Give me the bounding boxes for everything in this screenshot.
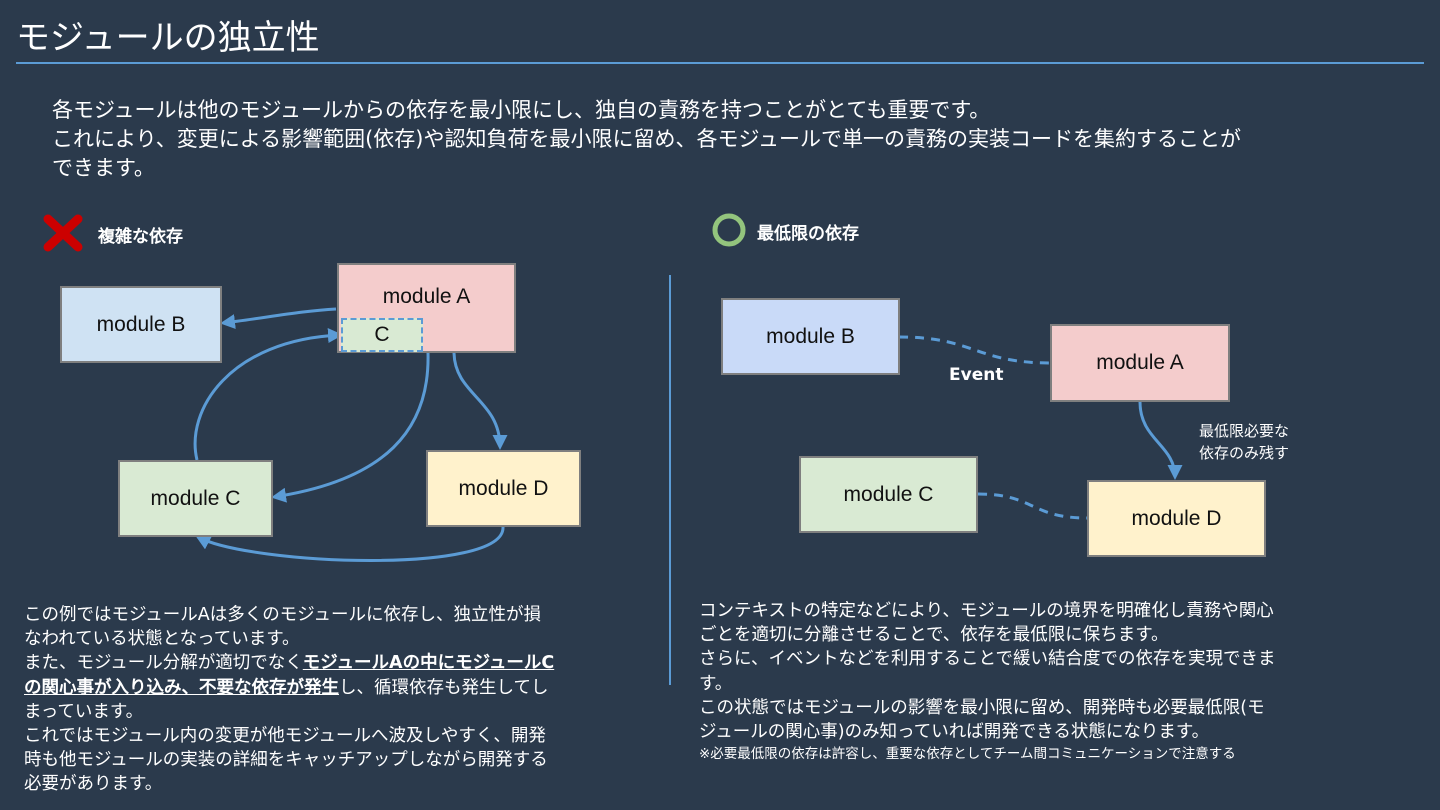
desc-line: これではモジュール内の変更が他モジュールへ波及しやすく、開発 bbox=[24, 726, 546, 747]
arrow-a-to-d bbox=[452, 352, 508, 450]
desc-line: ごとを適切に分離させることで、依存を最低限に保ちます。 bbox=[699, 625, 1169, 646]
module-c-label: module C bbox=[150, 486, 241, 510]
desc-line: 時も他モジュールの実装の詳細をキャッチアップしながら開発する bbox=[24, 750, 548, 771]
module-d-label: module D bbox=[1131, 506, 1222, 530]
emphasis-text: モジュールAの中にモジュールC bbox=[302, 653, 555, 674]
minimum-dependency-note: 最低限必要な 依存のみ残す bbox=[1199, 420, 1289, 464]
section-divider bbox=[669, 275, 671, 685]
module-c-box: module C bbox=[118, 460, 273, 537]
footnote: ※必要最低限の依存は許容し、重要な依存としてチーム間コミュニケーションで注意する bbox=[699, 746, 1236, 763]
note-line: 最低限必要な bbox=[1199, 422, 1290, 440]
desc-line: まっています。 bbox=[24, 701, 144, 722]
page-title: モジュールの独立性 bbox=[16, 18, 320, 58]
embedded-module-c-label: C bbox=[374, 323, 390, 346]
good-example-label: 最低限の依存 bbox=[757, 224, 859, 244]
module-c-label: module C bbox=[843, 482, 934, 506]
module-c-box: module C bbox=[799, 456, 978, 533]
intro-text: 各モジュールは他のモジュールからの依存を最小限にし、独自の責務を持つことがとても… bbox=[52, 96, 1392, 183]
module-a-label: module A bbox=[1096, 351, 1184, 374]
intro-line: 各モジュールは他のモジュールからの依存を最小限にし、独自の責務を持つことがとても… bbox=[52, 98, 991, 122]
desc-line: ジュールの関心事)のみ知っていれば開発できる状態になります。 bbox=[699, 722, 1210, 743]
bad-example-description: この例ではモジュールAは多くのモジュールに依存し、独立性が損 なわれている状態と… bbox=[24, 603, 644, 797]
module-d-box: module D bbox=[1087, 480, 1266, 557]
desc-line: また、モジュール分解が適切でなくモジュールAの中にモジュールC bbox=[24, 651, 644, 675]
intro-line: できます。 bbox=[52, 156, 155, 180]
module-b-label: module B bbox=[96, 312, 186, 336]
title-underline bbox=[16, 62, 1424, 64]
arrow-a-to-c bbox=[271, 352, 430, 503]
desc-line: この状態ではモジュールの影響を最小限に留め、開発時も必要最低限(モ bbox=[699, 697, 1265, 718]
event-label: Event bbox=[949, 365, 1004, 385]
circle-mark-icon bbox=[712, 213, 746, 247]
desc-line: コンテキストの特定などにより、モジュールの境界を明確化し責務や関心 bbox=[699, 601, 1274, 621]
note-line: 依存のみ残す bbox=[1199, 444, 1290, 462]
event-dashed-link bbox=[898, 335, 1052, 365]
desc-line: の関心事が入り込み、不要な依存が発生し、循環依存も発生してし bbox=[24, 676, 644, 700]
good-example-description: コンテキストの特定などにより、モジュールの境界を明確化し責務や関心 ごとを適切に… bbox=[699, 599, 1379, 764]
bad-example-label: 複雑な依存 bbox=[98, 227, 183, 247]
module-d-label: module D bbox=[458, 476, 549, 500]
module-b-box: module B bbox=[60, 286, 222, 363]
desc-text: し、循環依存も発生してし bbox=[339, 677, 549, 698]
c-d-dashed-link bbox=[977, 492, 1088, 520]
desc-line: 必要があります。 bbox=[24, 774, 163, 795]
arrow-a-to-b bbox=[220, 307, 337, 330]
desc-line: さらに、イベントなどを利用することで緩い結合度での依存を実現できま bbox=[699, 649, 1276, 670]
cross-mark-icon bbox=[43, 214, 83, 252]
module-a-box: module A bbox=[1050, 324, 1230, 402]
arrow-a-to-d-right bbox=[1138, 401, 1183, 480]
embedded-module-c: C bbox=[341, 318, 423, 352]
emphasis-text: の関心事が入り込み、不要な依存が発生 bbox=[24, 677, 339, 698]
desc-text: また、モジュール分解が適切でなく bbox=[24, 653, 303, 674]
module-a-label: module A bbox=[382, 285, 471, 308]
module-d-box: module D bbox=[426, 450, 581, 527]
desc-line: なわれている状態となっています。 bbox=[24, 629, 300, 650]
intro-line: これにより、変更による影響範囲(依存)や認知負荷を最小限に留め、各モジュールで単… bbox=[52, 127, 1242, 151]
desc-line: す。 bbox=[699, 673, 733, 694]
module-b-box: module B bbox=[721, 298, 900, 375]
desc-line: この例ではモジュールAは多くのモジュールに依存し、独立性が損 bbox=[24, 605, 542, 625]
module-b-label: module B bbox=[766, 324, 855, 348]
